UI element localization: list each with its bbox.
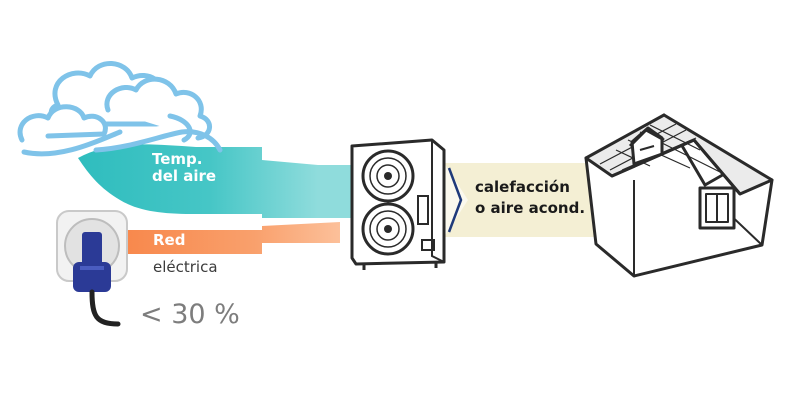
output-label: calefacción o aire acond. [475, 177, 585, 219]
grid-share-value: < 30 % [140, 299, 240, 330]
heat-pump-unit-icon [350, 138, 446, 270]
house-icon [584, 113, 774, 278]
output-flow-band [444, 163, 594, 237]
grid-label: Red [153, 231, 186, 249]
wind-clouds-icon [17, 61, 223, 157]
output-label-line2: o aire acond. [475, 199, 586, 217]
grid-label-secondary: eléctrica [153, 258, 218, 276]
air-temperature-label-line1: Temp. [152, 150, 203, 168]
air-temperature-label: Temp. del aire [152, 150, 217, 186]
air-flow-band-step [318, 165, 354, 218]
output-label-line1: calefacción [475, 178, 570, 196]
grid-flow-band [125, 222, 340, 254]
air-temperature-label-line2: del aire [152, 167, 217, 186]
air-flow-band [78, 144, 318, 218]
power-socket-icon [56, 210, 128, 327]
